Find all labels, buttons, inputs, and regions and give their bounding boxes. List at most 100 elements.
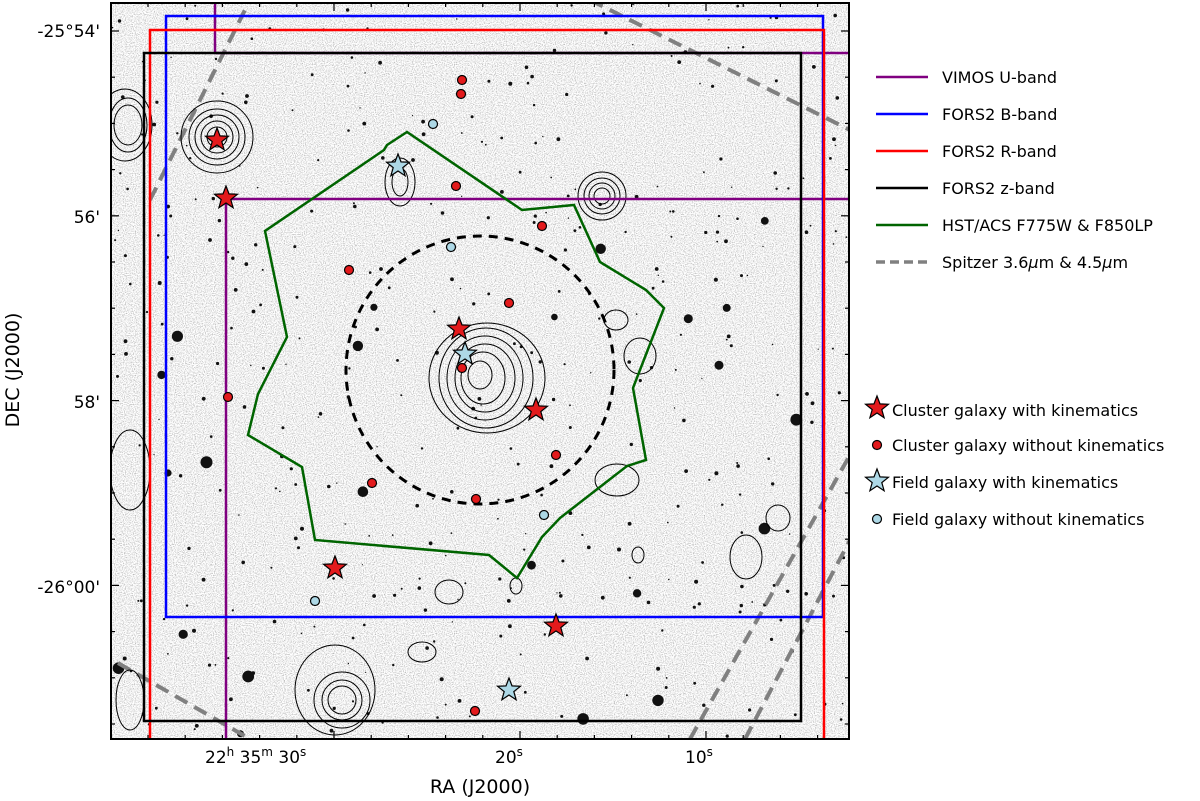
background-source (674, 368, 677, 371)
background-source (774, 79, 778, 83)
x-axis-title: RA (J2000) (430, 776, 530, 798)
background-source (411, 158, 415, 162)
background-source (421, 119, 425, 124)
legend-label: Cluster galaxy without kinematics (892, 436, 1164, 455)
background-source (627, 521, 632, 526)
footprints (142, 3, 849, 739)
background-source (533, 214, 537, 218)
background-source (809, 224, 812, 227)
background-source (270, 566, 273, 569)
background-source (711, 84, 715, 88)
y-axis-title: DEC (J2000) (2, 313, 24, 428)
background-source (207, 663, 212, 667)
background-source (679, 333, 683, 336)
background-source (365, 671, 367, 674)
background-source (293, 245, 297, 249)
background-source (638, 379, 642, 383)
background-source (121, 95, 125, 99)
background-source (428, 541, 433, 546)
background-source (158, 418, 160, 421)
background-source (569, 404, 571, 407)
background-source (352, 340, 364, 352)
background-source (672, 210, 675, 213)
star-marker (451, 340, 479, 366)
y-tick-label: 58' (74, 393, 100, 413)
background-source (530, 351, 534, 355)
background-source (762, 245, 764, 248)
background-source (713, 277, 718, 282)
background-source (526, 81, 530, 85)
background-source (516, 462, 520, 466)
background-source (736, 217, 739, 220)
background-source (457, 598, 459, 601)
background-source (185, 604, 189, 607)
background-source (578, 226, 582, 229)
background-source (518, 170, 522, 174)
background-source (152, 122, 157, 127)
star-marker (542, 612, 570, 638)
background-source (646, 600, 651, 605)
background-source (556, 137, 561, 142)
background-source (157, 234, 160, 237)
background-source (568, 426, 572, 429)
background-source (171, 330, 183, 342)
background-source (332, 577, 335, 580)
background-source (201, 396, 206, 401)
background-source (336, 482, 338, 484)
background-source (400, 394, 403, 397)
background-source (600, 595, 605, 600)
background-source (368, 535, 371, 537)
background-source (604, 31, 608, 35)
background-source (725, 338, 728, 341)
background-source (201, 577, 206, 582)
circle-marker (871, 513, 883, 525)
background-source (570, 4, 573, 7)
background-source (484, 143, 487, 146)
legend-label: FORS2 z-band (942, 179, 1055, 198)
background-source (381, 156, 385, 160)
background-source (775, 187, 778, 190)
background-source (835, 96, 840, 100)
background-source (430, 202, 433, 205)
background-source (523, 548, 526, 551)
background-source (375, 327, 379, 332)
background-source (387, 286, 391, 290)
background-source (736, 464, 740, 468)
background-source (114, 239, 117, 242)
background-source (141, 133, 144, 136)
background-source (420, 447, 424, 450)
background-source (241, 560, 245, 565)
background-source (736, 4, 740, 8)
background-source (525, 533, 527, 535)
background-source (291, 109, 294, 112)
background-source (313, 625, 316, 628)
background-source (436, 716, 439, 719)
background-source (714, 471, 719, 476)
star-marker (384, 152, 412, 178)
background-source (532, 221, 536, 224)
background-source (378, 60, 382, 65)
background-source (192, 628, 196, 633)
background-source (432, 497, 434, 500)
background-source (122, 656, 127, 661)
background-source (716, 240, 719, 243)
background-source (472, 302, 476, 306)
background-source (722, 303, 731, 312)
background-source (194, 723, 199, 728)
background-source (300, 526, 304, 531)
background-source (590, 372, 592, 374)
background-source (259, 303, 262, 307)
legend-markers (863, 394, 891, 525)
background-source (116, 374, 119, 378)
background-source (392, 663, 395, 667)
background-source (556, 592, 558, 594)
background-source (285, 363, 287, 365)
star-marker (212, 184, 240, 210)
background-source (226, 250, 230, 254)
background-source (460, 132, 463, 134)
background-source (376, 446, 378, 448)
background-source (464, 582, 467, 585)
background-source (702, 703, 706, 707)
background-source (451, 621, 454, 623)
background-source (771, 343, 774, 346)
